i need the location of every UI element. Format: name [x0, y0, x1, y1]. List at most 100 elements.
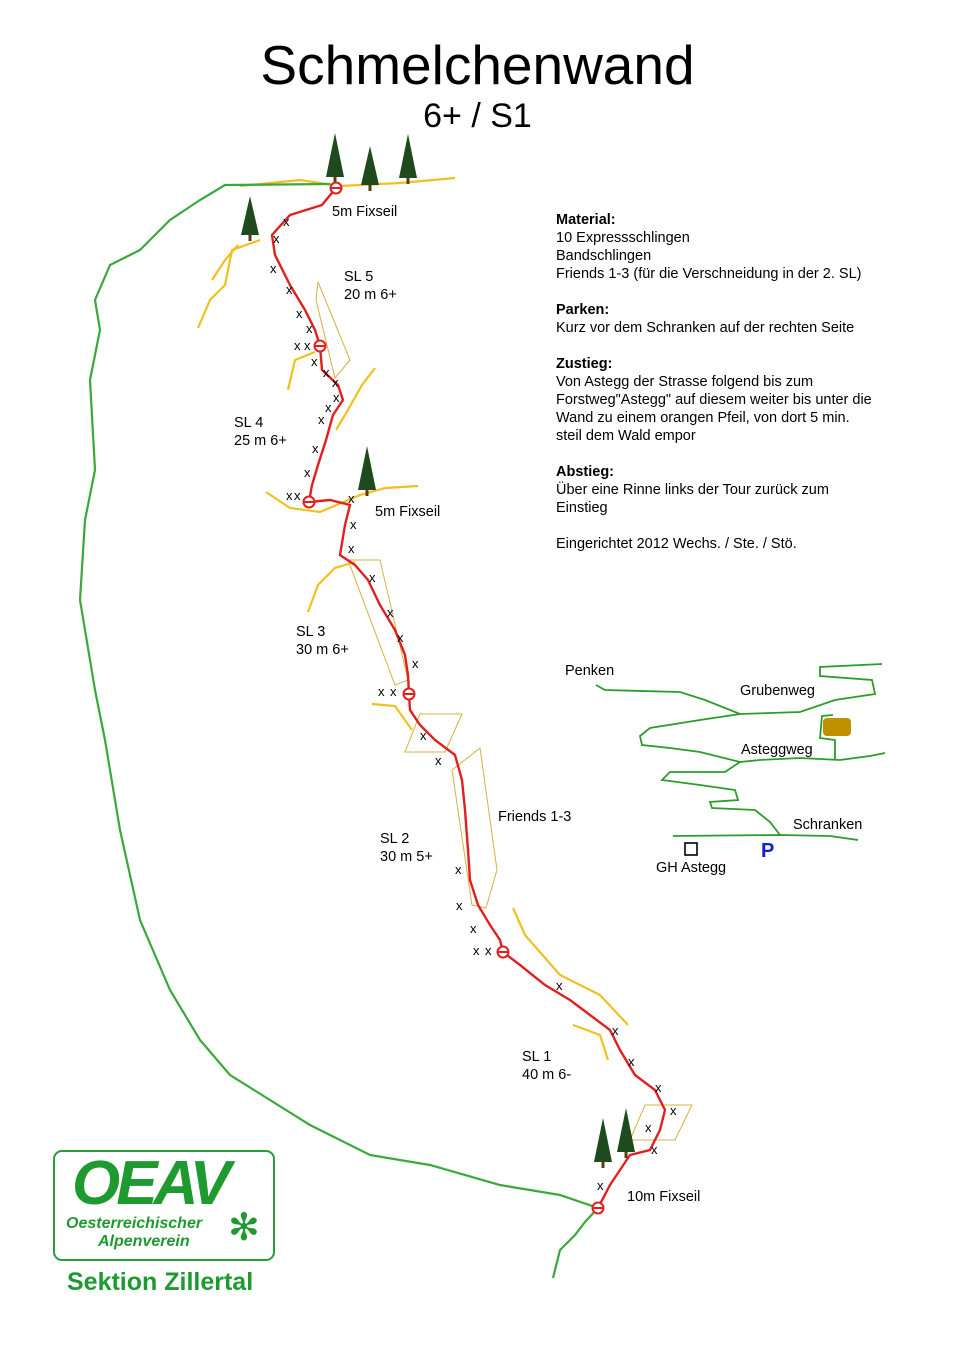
edelweiss-icon: ✻ [228, 1207, 260, 1249]
bolt-mark: x [311, 354, 318, 369]
bolt-mark: x [455, 862, 462, 877]
bolt-mark: x [397, 630, 404, 645]
material-section: Material: 10 Expressschlingen Bandschlin… [556, 211, 872, 283]
pitch-5-name: SL 5 [344, 269, 374, 285]
trees [241, 133, 635, 1168]
gully-line [371, 702, 413, 731]
bolt-mark: x [332, 375, 339, 390]
bolt-mark: x [390, 684, 397, 699]
bolt-mark: x [435, 753, 442, 768]
bolt-mark: x [270, 261, 277, 276]
info-line: Wand zu einem orangen Pfeil, von dort 5 … [556, 410, 850, 426]
road-main [672, 834, 859, 841]
info-line: steil dem Wald empor [556, 428, 696, 444]
bolt-mark: x [318, 412, 325, 427]
material-heading: Material: [556, 212, 616, 228]
crack-outline [629, 1104, 693, 1141]
parking-area-icon [823, 718, 851, 736]
bolt-mark: x [456, 898, 463, 913]
tree-icon [358, 446, 376, 490]
bolt-mark: x [350, 517, 357, 532]
logo-text: Alpenverein [98, 1233, 190, 1250]
pitch-3-name: SL 3 [296, 624, 326, 640]
map-label-schranken: Schranken [793, 817, 863, 833]
tree-trunk [365, 490, 369, 496]
bolt-mark: x [294, 338, 301, 353]
abstieg-section: Abstieg: Über eine Rinne links der Tour … [556, 463, 872, 517]
bolt-mark: x [387, 605, 394, 620]
bolt-mark: x [420, 728, 427, 743]
zustieg-section: Zustieg: Von Astegg der Strasse folgend … [556, 355, 872, 445]
info-line: Einstieg [556, 500, 608, 516]
crack-outline [347, 559, 409, 686]
page-title: Schmelchenwand [260, 34, 695, 96]
bolt-mark: x [323, 365, 330, 380]
parking-icon: P [761, 840, 775, 862]
belay-anchors [302, 181, 605, 1215]
fixseil-label: 5m Fixseil [332, 204, 398, 220]
info-line: Kurz vor dem Schranken auf der rechten S… [556, 320, 855, 336]
info-line: Über eine Rinne links der Tour zurück zu… [556, 482, 829, 498]
parken-section: Parken: Kurz vor dem Schranken auf der r… [556, 301, 872, 337]
bolt-mark: x [304, 338, 311, 353]
info-line: Bandschlingen [556, 248, 652, 264]
tree-trunk [406, 178, 410, 184]
bolt-mark: x [286, 282, 293, 297]
road-asteggweg [638, 713, 886, 763]
bolt-mark: x [670, 1103, 677, 1118]
pitch-5-info: 20 m 6+ [344, 287, 397, 303]
tree-icon [594, 1118, 612, 1162]
bolt-mark: x [273, 231, 280, 246]
fixseil-label: 10m Fixseil [627, 1189, 701, 1205]
crack-outline [315, 281, 351, 380]
pitch-2-name: SL 2 [380, 831, 410, 847]
tree-icon [617, 1108, 635, 1152]
road-serpentine [660, 761, 781, 836]
tree-trunk [624, 1152, 628, 1158]
crack-outline [404, 713, 463, 753]
info-line: Forstweg"Astegg" auf diesem weiter bis u… [556, 392, 872, 408]
road-spur [819, 714, 836, 760]
gully-line [286, 350, 316, 391]
tree-icon [399, 134, 417, 178]
map-label-grubenweg: Grubenweg [740, 683, 815, 699]
pitch-3-info: 30 m 6+ [296, 642, 349, 658]
tree-trunk [248, 235, 252, 241]
info-panel: Material: 10 Expressschlingen Bandschlin… [556, 211, 872, 553]
pitch-2-info: 30 m 5+ [380, 849, 433, 865]
bolt-mark: x [304, 465, 311, 480]
bolt-mark: x [348, 491, 355, 506]
bolt-mark: x [286, 488, 293, 503]
bolt-mark: x [628, 1054, 635, 1069]
bolt-mark: x [597, 1178, 604, 1193]
tree-icon [241, 196, 259, 235]
bolt-mark: x [556, 978, 563, 993]
info-line: 10 Expressschlingen [556, 230, 690, 246]
bolt-mark: x [470, 921, 477, 936]
hut-icon [684, 842, 698, 856]
bolt-mark: x [294, 488, 301, 503]
pitch-4-name: SL 4 [234, 415, 264, 431]
credit: Eingerichtet 2012 Wechs. / Ste. / Stö. [556, 536, 797, 552]
tree-icon [326, 133, 344, 177]
bolt-mark: x [655, 1080, 662, 1095]
bolt-mark: x [645, 1120, 652, 1135]
bolt-mark: x [612, 1023, 619, 1038]
bolt-mark: x [369, 570, 376, 585]
fixseil-label: 5m Fixseil [375, 504, 441, 520]
abstieg-heading: Abstieg: [556, 464, 614, 480]
gully-line [196, 238, 261, 329]
info-line: Von Astegg der Strasse folgend bis zum [556, 374, 814, 390]
tree-trunk [333, 177, 337, 183]
parken-heading: Parken: [556, 302, 610, 318]
bolt-mark: x [283, 214, 290, 229]
bolt-mark: x [325, 400, 332, 415]
tree-trunk [601, 1162, 605, 1168]
map-label-gh-astegg: GH Astegg [656, 860, 727, 876]
zustieg-heading: Zustieg: [556, 356, 613, 372]
section-name: Sektion Zillertal [67, 1268, 254, 1296]
tree-trunk [368, 185, 372, 191]
